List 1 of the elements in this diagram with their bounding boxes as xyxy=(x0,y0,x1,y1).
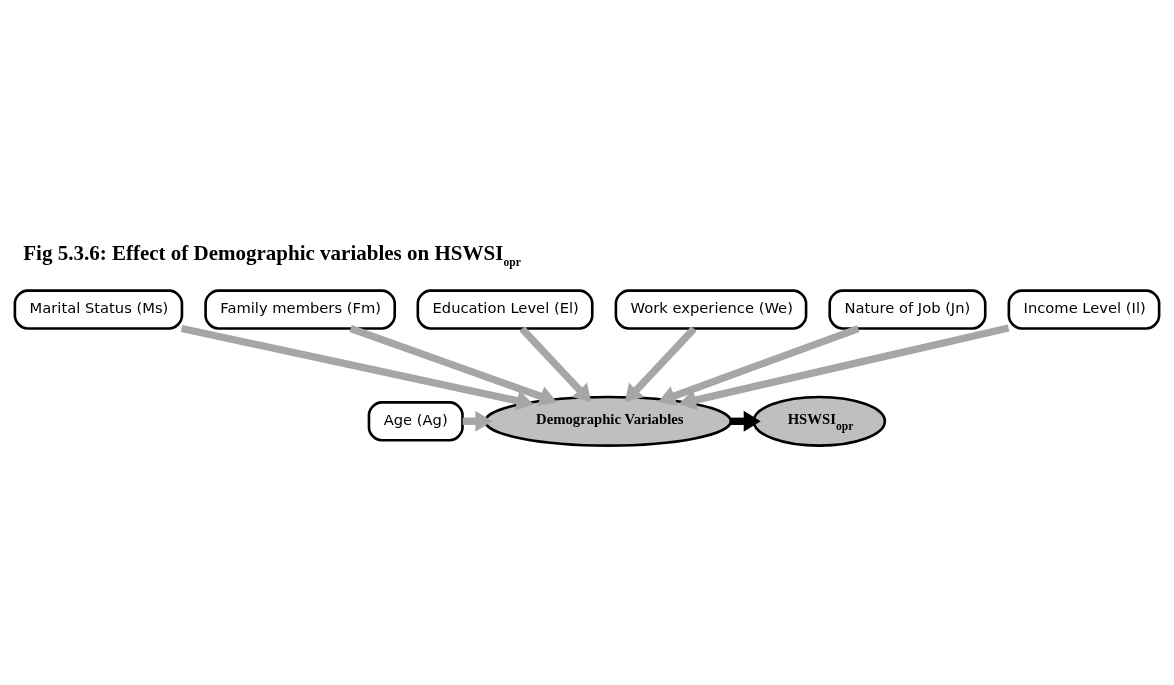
diagram-title: Fig 5.3.6: Effect of Demographic variables on HSWSI$_{opr}$ xyxy=(23,240,521,268)
